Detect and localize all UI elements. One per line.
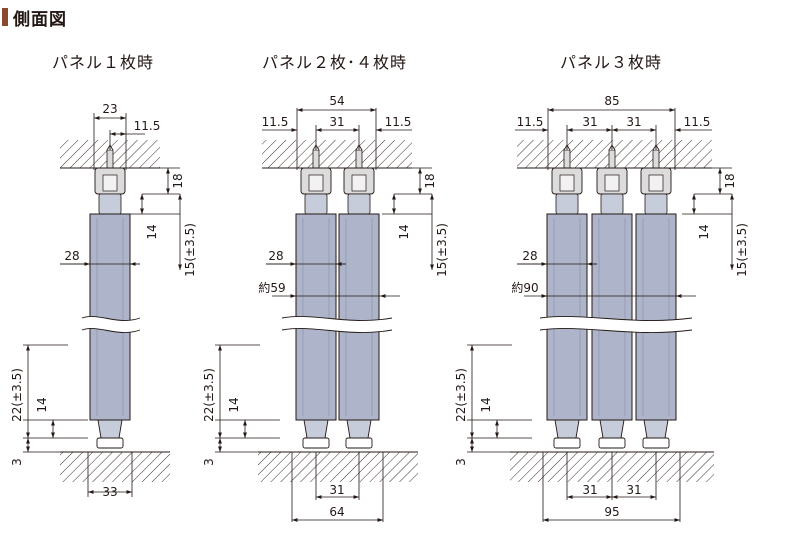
p2-unit-2-top-roller (347, 193, 371, 215)
p1-unit-stud (106, 149, 114, 169)
p2-unit-1-hanger-inner (308, 174, 324, 192)
panel-3-title: パネル３枚時 (560, 53, 663, 72)
p3-label-bottom-mid2: 31 (626, 483, 641, 497)
p3-unit-3-panel-body (635, 213, 677, 421)
p3-unit-2-hanger-inner (604, 174, 620, 192)
p3-label-approx-w: 約90 (511, 280, 538, 295)
section-header: 側面図 (2, 5, 67, 30)
p1-label-roller-h: 14 (145, 224, 159, 239)
p1-label-rail-h: 18 (171, 173, 185, 188)
p1-unit-top-roller (98, 193, 122, 215)
dimension-layer (23, 108, 734, 522)
p3-unit-2-bottom-guide (599, 419, 625, 439)
p3-label-top-mid1: 31 (582, 115, 597, 129)
p2-unit-2-panel-body (338, 213, 380, 421)
p2-label-floor-gap: 3 (202, 458, 216, 466)
p1-break-line-bottom (81, 328, 141, 333)
p2-break-line-bottom (281, 328, 393, 333)
p3-label-top-left: 11.5 (517, 115, 544, 129)
section-marker (2, 8, 8, 26)
p3-unit-3-bottom-guide (643, 419, 669, 439)
p2-unit-2-stud (355, 149, 363, 169)
p1-unit-bottom-guide (97, 419, 123, 439)
p3-unit-1-top-roller (555, 193, 579, 215)
p3-unit-3-stud (652, 149, 660, 169)
p2-label-top-left: 11.5 (262, 115, 289, 129)
p1-break-line-top (81, 316, 141, 321)
p2-break-line-top (281, 316, 393, 321)
p3-label-bottom-total: 22(±3.5) (454, 368, 468, 422)
p1-unit-hanger-inner (102, 174, 118, 192)
p1-label-top-edge: 11.5 (134, 119, 161, 133)
panel-2-title: パネル２枚･４枚時 (262, 53, 408, 72)
p3-unit-2-stud (608, 149, 616, 169)
p2-unit-1-floor-roller (302, 437, 330, 449)
p3-unit-1-stud (563, 149, 571, 169)
p3-label-top-right: 11.5 (684, 115, 711, 129)
p2-label-top-total: 15(±3.5) (435, 223, 449, 277)
p1-label-bottom-total: 22(±3.5) (10, 368, 24, 422)
p1-label-top-width: 23 (102, 102, 117, 116)
p3-unit-1-floor-roller (553, 437, 581, 449)
p2-ceiling (262, 140, 412, 168)
p2-unit-2-hanger-inner (351, 174, 367, 192)
p3-unit-2-top-roller (600, 193, 624, 215)
p2-unit-2-floor-roller (345, 437, 373, 449)
p3-label-top-total-w: 85 (604, 94, 619, 108)
section-title: 側面図 (13, 9, 67, 30)
p2-unit-2-bottom-guide (346, 419, 372, 439)
p3-unit-1-bottom-guide (554, 419, 580, 439)
p3-unit-2-panel-body (591, 213, 633, 421)
p3-unit-3-hanger-inner (648, 174, 664, 192)
p3-unit-2-floor-roller (598, 437, 626, 449)
p1-label-bottom-w: 33 (102, 485, 117, 499)
p1-unit-floor-roller (96, 437, 124, 449)
p1-floor (60, 452, 170, 482)
p1-label-top-total: 15(±3.5) (183, 223, 197, 277)
p3-label-floor-gap: 3 (454, 458, 468, 466)
p3-label-roller-h: 14 (697, 224, 711, 239)
p2-unit-1-stud (312, 149, 320, 169)
p2-label-top-right: 11.5 (385, 115, 412, 129)
structure-layer (60, 140, 714, 482)
p2-label-bottom-w: 64 (329, 505, 344, 519)
p3-break-line-top (539, 316, 693, 321)
p1-label-bottom-h: 14 (35, 397, 49, 412)
p3-label-rail-h: 18 (723, 173, 737, 188)
p2-unit-1-bottom-guide (303, 419, 329, 439)
p2-unit-1-top-roller (304, 193, 328, 215)
p2-label-bottom-mid: 31 (329, 483, 344, 497)
p2-label-top-total-w: 54 (329, 94, 344, 108)
p3-label-panel-w: 28 (522, 249, 537, 263)
p3-unit-3-floor-roller (642, 437, 670, 449)
p2-label-approx-w: 約59 (258, 280, 285, 295)
p3-label-bottom-mid1: 31 (582, 483, 597, 497)
p3-label-bottom-h: 14 (479, 397, 493, 412)
p2-label-bottom-h: 14 (227, 397, 241, 412)
p2-label-rail-h: 18 (423, 173, 437, 188)
p1-label-panel-w: 28 (64, 249, 79, 263)
p3-label-top-mid2: 31 (626, 115, 641, 129)
panel-1-title: パネル１枚時 (52, 53, 155, 72)
p3-label-bottom-w: 95 (604, 505, 619, 519)
p3-unit-3-top-roller (644, 193, 668, 215)
p2-label-roller-h: 14 (397, 224, 411, 239)
p2-label-top-mid: 31 (329, 115, 344, 129)
p2-label-panel-w: 28 (268, 249, 283, 263)
p3-unit-1-hanger-inner (559, 174, 575, 192)
p1-label-floor-gap: 3 (10, 458, 24, 466)
p2-floor (258, 452, 418, 482)
p3-label-top-total: 15(±3.5) (735, 223, 749, 277)
p3-break-line-bottom (539, 328, 693, 333)
p2-label-bottom-total: 22(±3.5) (202, 368, 216, 422)
